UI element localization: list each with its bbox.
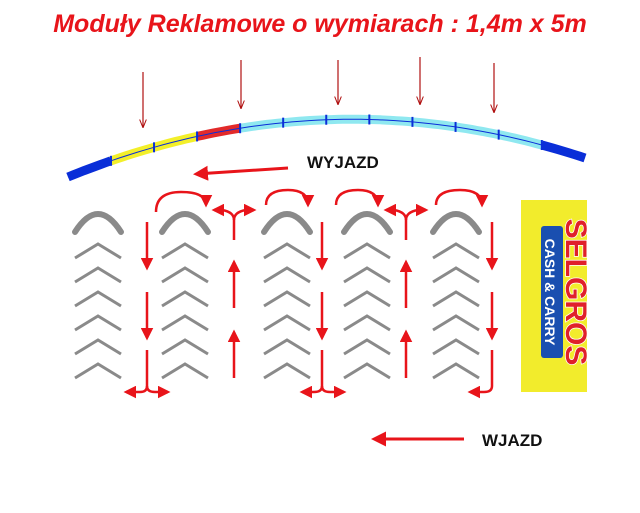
parking-space-chevron [161,242,209,260]
parking-space-chevron [74,242,122,260]
parking-space-chevron [263,290,311,308]
parking-space-chevron [432,290,480,308]
exit-arrow [193,165,289,181]
flow-arrow [467,350,494,399]
parking-row-cap [430,211,482,235]
exit-label: WYJAZD [307,153,379,172]
store-tagline: CASH & CARRY [542,239,558,346]
parking-space-chevron [161,314,209,332]
billboard-band [66,114,587,182]
selgros-store-panel: CASH & CARRY SELGROS [521,200,593,392]
module-pointer-arrows [143,57,494,127]
flow-arrow [404,203,429,221]
traffic-flow-arrows [123,188,499,399]
flow-arrow [434,188,489,208]
parking-space-chevron [74,314,122,332]
flow-arrow [383,203,408,240]
parking-row [341,211,393,380]
parking-space-chevron [74,338,122,356]
parking-row [159,211,211,380]
parking-space-chevron [74,362,122,380]
parking-space-chevron [161,338,209,356]
parking-space-chevron [263,338,311,356]
flow-arrow [264,188,315,208]
parking-space-chevron [74,290,122,308]
store-logo-text: SELGROS [559,219,592,366]
flow-arrow [211,203,236,240]
parking-space-chevron [74,266,122,284]
flow-arrow [232,203,257,221]
flow-arrow [334,188,385,208]
parking-space-chevron [263,242,311,260]
parking-row [72,211,124,380]
parking-row [430,211,482,380]
parking-space-chevron [432,242,480,260]
parking-space-chevron [432,314,480,332]
page-title: Moduły Reklamowe o wymiarach : 1,4m x 5m [53,10,587,38]
parking-space-chevron [343,314,391,332]
parking-space-chevron [343,290,391,308]
store-tagline-badge [541,226,563,358]
parking-space-chevron [161,266,209,284]
entry-label: WJAZD [482,431,542,450]
parking-row-cap [159,211,211,235]
parking-space-chevron [263,362,311,380]
parking-space-chevron [432,362,480,380]
parking-row-cap [72,211,124,235]
flow-arrow [145,385,171,399]
parking-row [261,211,313,380]
parking-space-chevron [343,362,391,380]
entry-indicator: WJAZD [371,431,542,450]
flow-arrow [299,350,324,399]
parking-space-chevron [263,314,311,332]
flow-arrow [154,190,213,213]
parking-space-chevron [343,338,391,356]
parking-space-chevron [432,338,480,356]
parking-space-chevron [161,290,209,308]
parking-space-chevron [432,266,480,284]
parking-row-cap [261,211,313,235]
parking-space-chevron [161,362,209,380]
parking-row-cap [341,211,393,235]
exit-indicator: WYJAZD [193,153,379,181]
flow-arrow [320,385,347,399]
billboard-band-outline [67,118,586,178]
flow-arrow [123,350,149,399]
parking-space-chevron [343,266,391,284]
parking-space-chevron [343,242,391,260]
parking-space-chevron [263,266,311,284]
parking-rows [72,211,482,380]
